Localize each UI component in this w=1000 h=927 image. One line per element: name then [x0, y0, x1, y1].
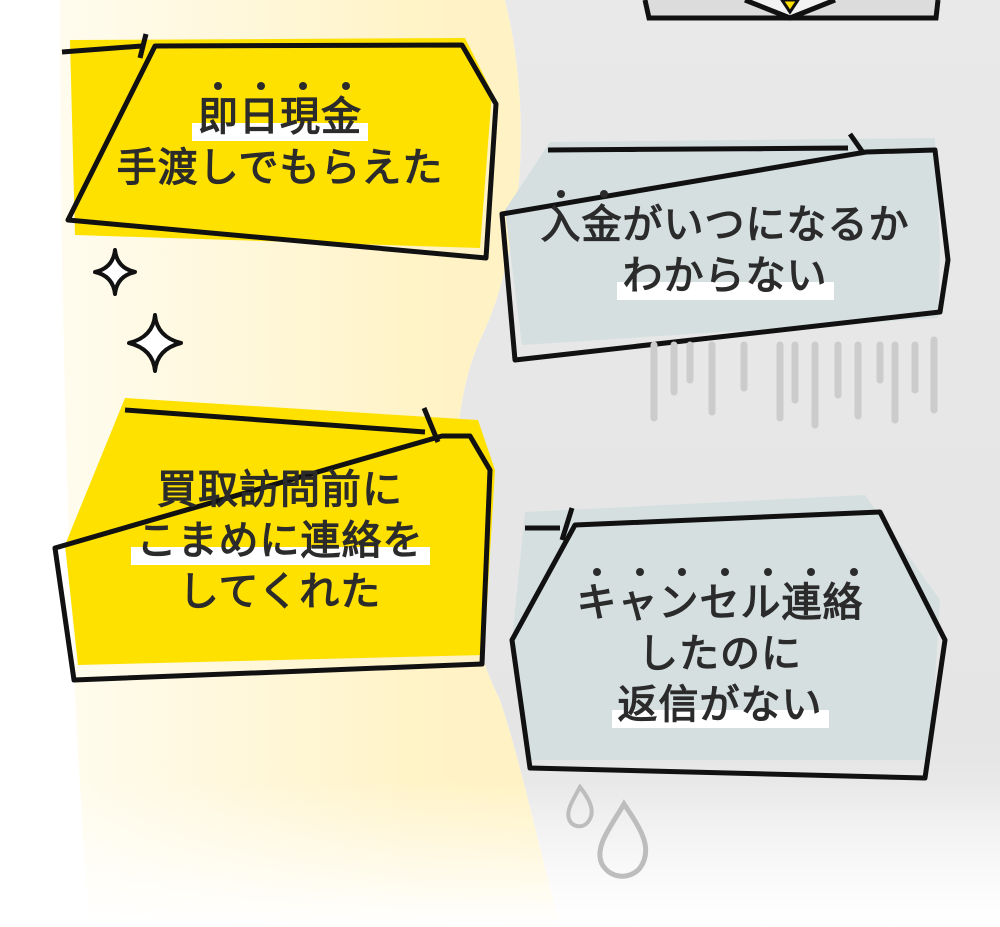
bubble-line-text: したのに — [638, 630, 802, 677]
positive-bubble-2 — [52, 398, 495, 683]
bubble-line: キャンセル連絡 — [576, 568, 864, 629]
rain-lines — [650, 336, 938, 429]
sparkle-icon — [127, 313, 183, 373]
bubble-line: こまめに連絡を — [130, 516, 430, 567]
bubble-line-text: 買取訪問前に — [157, 467, 403, 513]
bubble-line-text: 入金がいつになるか — [540, 202, 910, 248]
bubble-line: わからない — [616, 251, 834, 302]
emphasis-dots — [198, 82, 362, 92]
bubble-line-text: 返信がない — [617, 681, 823, 728]
sparkle-icon — [93, 248, 137, 296]
emphasis-dots — [577, 568, 864, 578]
bubble-line: 買取訪問前に — [157, 465, 403, 516]
bubble-line: 即日現金 — [192, 82, 368, 143]
bubble-line-text: こまめに連絡を — [136, 517, 424, 564]
drop-icon — [597, 799, 649, 879]
bottom-fade — [0, 780, 1000, 927]
negative-bubble-1-text: 入金がいつになるか わからない — [520, 190, 930, 302]
bubble-line: してくれた — [179, 567, 382, 618]
negative-bubble-2 — [509, 495, 948, 781]
positive-bubble-1 — [61, 33, 499, 261]
person-figure-partial — [642, 0, 941, 21]
negative-bubble-2-text: キャンセル連絡 したのに 返信がない — [530, 568, 910, 731]
drop-icon — [566, 783, 594, 829]
bubble-line-text: 手渡しでもらえた — [116, 144, 444, 191]
bubble-line: したのに — [638, 629, 802, 680]
bubble-line: 入金がいつになるか — [540, 190, 910, 251]
bubble-line-text: わからない — [622, 252, 828, 299]
emphasis-dots — [541, 190, 910, 200]
positive-bubble-1-text: 即日現金 手渡しでもらえた — [95, 82, 465, 194]
bubble-line-text: してくれた — [178, 568, 382, 615]
positive-bubble-2-text: 買取訪問前に こまめに連絡を してくれた — [90, 465, 470, 617]
bubble-line-text: 即日現金 — [198, 94, 362, 140]
bubble-line: 手渡しでもらえた — [117, 143, 444, 194]
bubble-line: 返信がない — [611, 680, 829, 731]
bubble-line-text: キャンセル連絡 — [576, 580, 864, 626]
